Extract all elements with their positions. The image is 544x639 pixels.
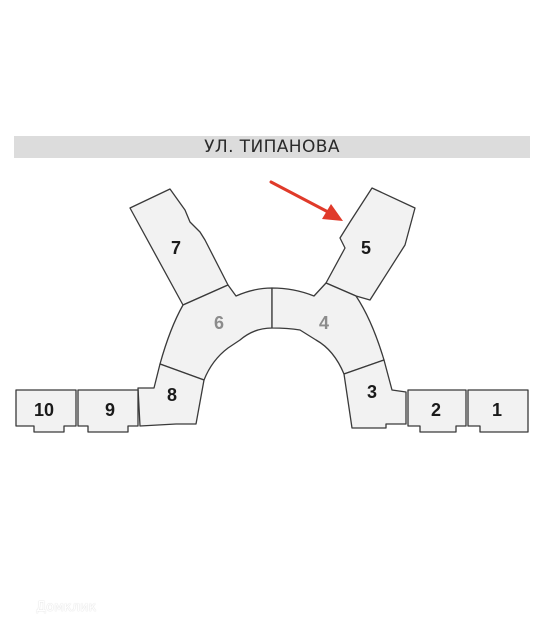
- building-2[interactable]: 2: [407, 389, 467, 433]
- building-10-label: 10: [34, 400, 54, 420]
- building-8-label: 8: [167, 385, 177, 405]
- building-3-label: 3: [367, 382, 377, 402]
- street-band: УЛ. ТИПАНОВА: [14, 136, 530, 158]
- arrow-icon: [269, 180, 343, 221]
- building-5-label: 5: [361, 238, 371, 258]
- building-8[interactable]: 8: [137, 363, 205, 427]
- building-3[interactable]: 3: [343, 359, 407, 429]
- building-7-label: 7: [171, 238, 181, 258]
- building-2-label: 2: [431, 400, 441, 420]
- building-10[interactable]: 10: [15, 389, 77, 433]
- house-logo-icon: [18, 600, 32, 615]
- building-6-label: 6: [214, 313, 224, 333]
- street-name: УЛ. ТИПАНОВА: [204, 137, 340, 157]
- building-1[interactable]: 1: [467, 389, 529, 433]
- building-5[interactable]: 5: [325, 187, 416, 301]
- building-7[interactable]: 7: [129, 188, 229, 306]
- watermark-text: Домклик: [36, 600, 97, 615]
- building-1-label: 1: [492, 400, 502, 420]
- building-9[interactable]: 9: [77, 389, 139, 433]
- building-4-label: 4: [319, 313, 329, 333]
- building-6[interactable]: 6: [159, 284, 273, 381]
- watermark-logo: Домклик: [18, 600, 96, 615]
- building-9-label: 9: [105, 400, 115, 420]
